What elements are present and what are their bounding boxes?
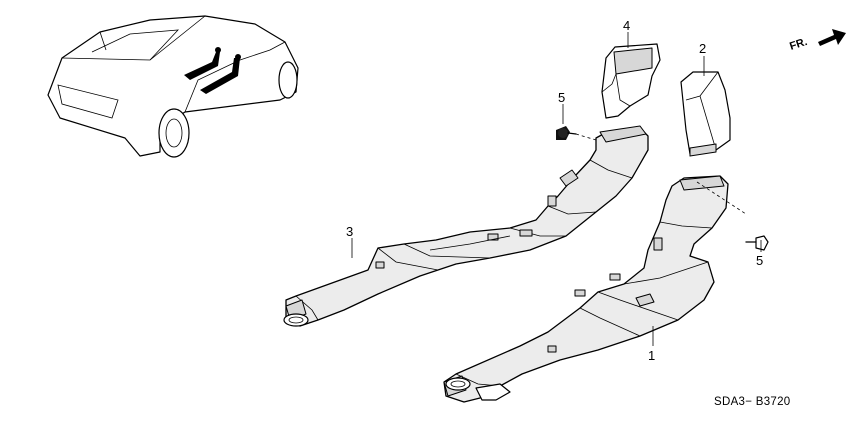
callout-5-upper: 5 xyxy=(558,90,565,105)
part-5-clip-upper xyxy=(556,126,577,140)
part-1-heater-duct xyxy=(443,175,729,403)
callout-5-lower: 5 xyxy=(756,253,763,268)
part-2-duct-joint xyxy=(680,71,731,157)
part-5-clip-lower xyxy=(745,235,769,251)
callout-leaders xyxy=(351,32,762,346)
front-arrow-icon xyxy=(818,29,846,46)
front-direction-label: FR. xyxy=(788,36,809,53)
front-direction-indicator: FR. xyxy=(788,29,846,53)
car-locator-illustration xyxy=(47,15,299,158)
callout-2: 2 xyxy=(699,41,706,56)
figure-code: SDA3− B3720 xyxy=(714,396,791,408)
callout-3: 3 xyxy=(346,224,353,239)
part-3-heater-duct xyxy=(283,125,649,327)
callout-1: 1 xyxy=(648,348,655,363)
callout-4: 4 xyxy=(623,18,630,33)
part-4-duct-joint xyxy=(601,43,661,119)
assembly-lines xyxy=(575,133,747,215)
